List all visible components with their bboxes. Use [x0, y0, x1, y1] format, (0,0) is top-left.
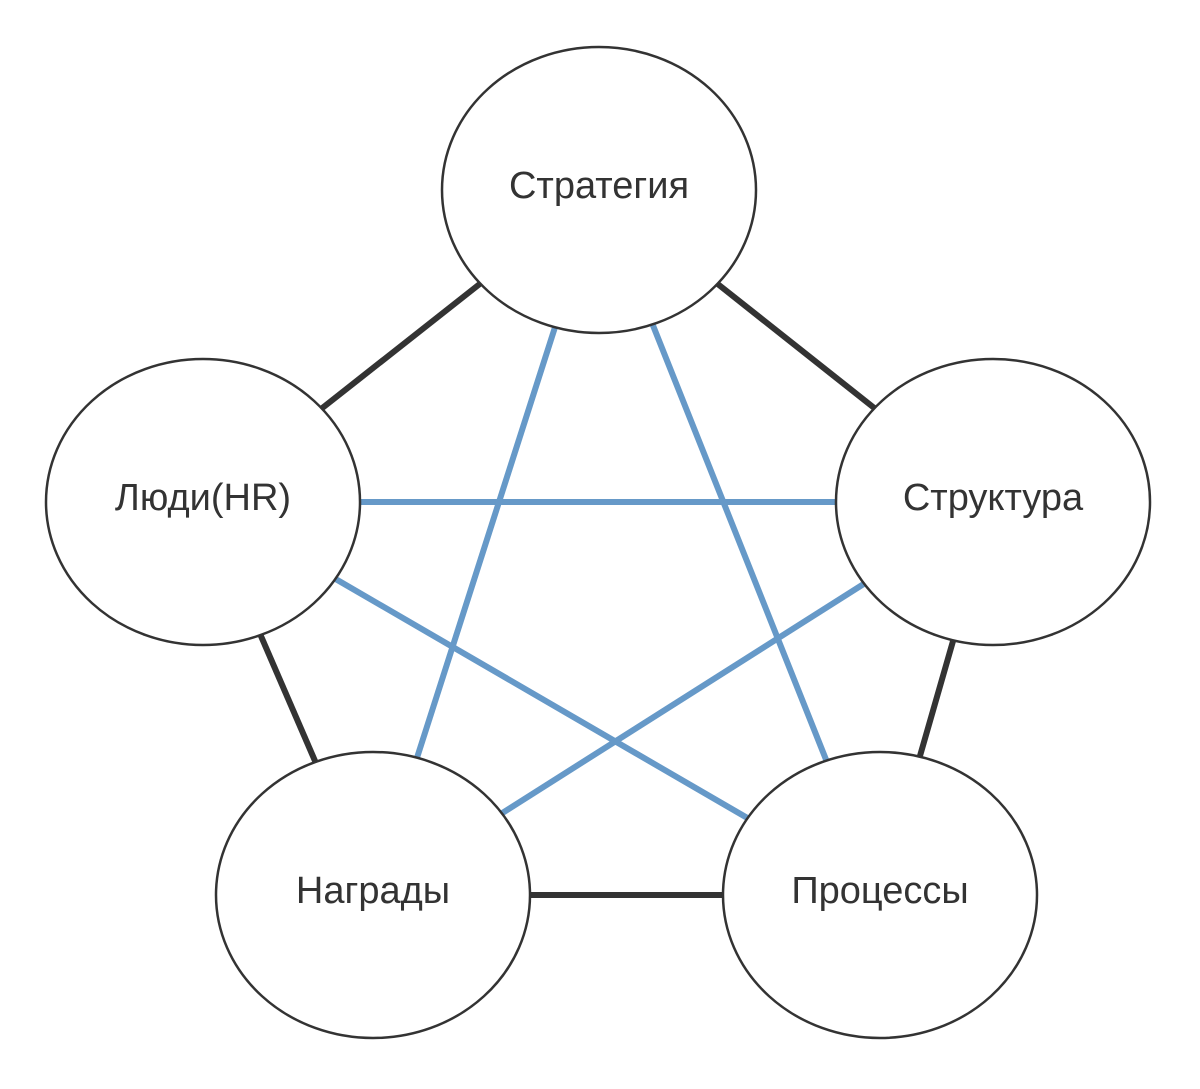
node-rewards-label: Награды — [296, 870, 450, 912]
edge-strategy-structure — [715, 281, 877, 411]
edge-strategy-rewards — [414, 326, 558, 759]
node-structure-circle — [834, 357, 1152, 647]
node-people: Люди(HR) — [44, 357, 362, 647]
node-people-label: Люди(HR) — [115, 477, 291, 519]
node-structure: Структура — [834, 357, 1152, 647]
edge-people-processes — [333, 576, 750, 821]
node-rewards: Награды — [214, 750, 532, 1040]
edge-rewards-people — [257, 633, 319, 764]
edge-structure-processes — [916, 639, 957, 758]
node-people-circle — [44, 357, 362, 647]
edge-people-strategy — [319, 281, 483, 411]
edge-structure-rewards — [500, 581, 866, 816]
node-structure-label: Структура — [903, 477, 1084, 519]
node-processes: Процессы — [721, 750, 1039, 1040]
node-strategy: Стратегия — [440, 45, 758, 335]
node-processes-circle — [721, 750, 1039, 1040]
edges-layer — [257, 281, 957, 898]
node-processes-label: Процессы — [791, 870, 968, 912]
edge-strategy-processes — [649, 323, 830, 762]
node-strategy-circle — [440, 45, 758, 335]
node-strategy-label: Стратегия — [509, 165, 689, 207]
node-rewards-circle — [214, 750, 532, 1040]
